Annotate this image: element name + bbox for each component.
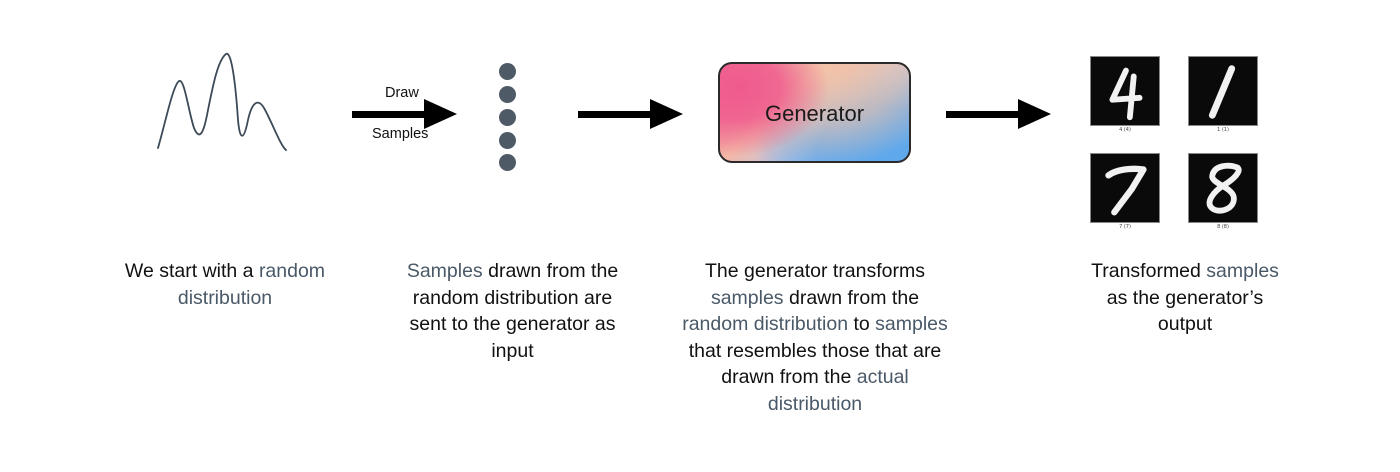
- sample-dot: [499, 109, 516, 126]
- caption-highlight: distribution: [177, 286, 273, 309]
- right-arrow-icon: [352, 99, 457, 130]
- caption-highlight: samples: [875, 313, 948, 335]
- digit-image-4: [1090, 56, 1160, 126]
- arrow-shaft: [352, 111, 426, 118]
- caption-text: drawn from the: [783, 286, 920, 309]
- arrow-shaft: [578, 111, 652, 118]
- caption-highlight: actual: [856, 366, 909, 388]
- arrow-head: [1018, 99, 1051, 129]
- digit-image-8: [1188, 153, 1258, 223]
- generator-box: Generator: [718, 62, 911, 163]
- caption-highlight: random distribution: [682, 313, 849, 335]
- samples-label: Samples: [372, 126, 429, 142]
- caption-highlight: samples: [1206, 260, 1279, 282]
- caption-text: The generator transforms: [704, 260, 925, 282]
- caption-highlight: distribution: [767, 392, 863, 415]
- caption-highlight: random: [258, 260, 326, 282]
- random-distribution-caption: We start with a random distribution: [95, 258, 355, 311]
- caption-text: We start with a: [124, 260, 259, 282]
- digit-caption: 7 (7): [1119, 224, 1131, 230]
- generator-caption: The generator transforms samples drawn f…: [680, 258, 950, 417]
- caption-text: to: [848, 313, 876, 335]
- digit-image-7: [1090, 153, 1160, 223]
- sample-dot: [499, 63, 516, 80]
- right-arrow-icon: [946, 99, 1051, 130]
- arrow-head: [424, 99, 457, 129]
- caption-text: drawn from the random distribution are s…: [409, 260, 619, 362]
- digit-caption: 1 (1): [1217, 127, 1229, 133]
- sample-dot: [499, 132, 516, 149]
- arrow-head: [650, 99, 683, 129]
- output-caption: Transformed samples as the generator’s o…: [1085, 258, 1285, 338]
- generator-label: Generator: [764, 101, 865, 126]
- caption-text: as the generator’s output: [1106, 286, 1264, 336]
- arrow-shaft: [946, 111, 1020, 118]
- digit-image-1: [1188, 56, 1258, 126]
- sample-dot: [499, 154, 516, 171]
- random-distribution-curve-icon: [157, 53, 287, 151]
- right-arrow-icon: [578, 99, 683, 130]
- digit-caption: 4 (4): [1119, 127, 1131, 133]
- caption-highlight: samples: [710, 286, 784, 309]
- samples-caption: Samples drawn from the random distributi…: [405, 258, 620, 364]
- curve-line: [157, 53, 287, 151]
- digit-caption: 8 (8): [1217, 224, 1229, 230]
- caption-text: Transformed: [1091, 260, 1207, 282]
- caption-text: that resembles those that are drawn from…: [688, 339, 942, 389]
- sample-dot: [499, 86, 516, 103]
- caption-highlight: Samples: [406, 260, 483, 282]
- draw-label: Draw: [385, 85, 419, 101]
